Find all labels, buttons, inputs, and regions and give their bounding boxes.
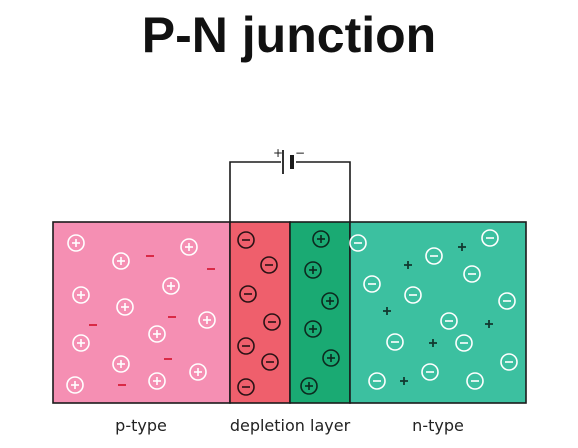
hole-icon (148, 372, 166, 390)
electron-icon (404, 286, 422, 304)
donor-ion-icon (458, 243, 466, 251)
electron-icon (463, 265, 481, 283)
battery-positive-label: + (273, 146, 283, 160)
circuit-wire (229, 161, 281, 222)
positive-ion-icon (300, 377, 318, 395)
electron-icon (498, 292, 516, 310)
positive-ion-icon (312, 230, 330, 248)
depletion-layer-label: depletion layer (229, 416, 351, 435)
electron-icon (363, 275, 381, 293)
negative-ion-icon (261, 353, 279, 371)
depletion-p-side (229, 221, 291, 404)
hole-icon (116, 298, 134, 316)
donor-ion-icon (383, 307, 391, 315)
hole-icon (72, 286, 90, 304)
hole-icon (189, 363, 207, 381)
negative-ion-icon (263, 313, 281, 331)
electron-icon (349, 234, 367, 252)
page-title: P-N junction (141, 7, 437, 63)
electron-icon (421, 363, 439, 381)
hole-icon (148, 325, 166, 343)
positive-ion-icon (304, 320, 322, 338)
n-type-label: n-type (412, 416, 464, 435)
circuit-wire-right (296, 161, 351, 222)
positive-ion-icon (304, 261, 322, 279)
hole-icon (112, 252, 130, 270)
donor-ion-icon (485, 320, 493, 328)
hole-icon (112, 355, 130, 373)
electron-icon (481, 229, 499, 247)
negative-ion-icon (260, 256, 278, 274)
donor-ion-icon (400, 377, 408, 385)
electron-icon (500, 353, 518, 371)
charge-carriers (66, 229, 518, 396)
hole-icon (66, 376, 84, 394)
electron-icon (440, 312, 458, 330)
donor-ion-icon (429, 339, 437, 347)
negative-ion-icon (237, 378, 255, 396)
positive-ion-icon (321, 292, 339, 310)
hole-icon (180, 238, 198, 256)
electron-icon (466, 372, 484, 390)
battery-icon: + − (273, 146, 305, 174)
hole-icon (67, 234, 85, 252)
hole-icon (198, 311, 216, 329)
positive-ion-icon (322, 349, 340, 367)
negative-ion-icon (237, 337, 255, 355)
battery-negative-label: − (295, 146, 305, 160)
p-type-label: p-type (115, 416, 167, 435)
negative-ion-icon (237, 231, 255, 249)
hole-icon (72, 334, 90, 352)
electron-icon (386, 333, 404, 351)
electron-icon (368, 372, 386, 390)
depletion-n-side (289, 221, 351, 404)
electron-icon (455, 334, 473, 352)
donor-ion-icon (404, 261, 412, 269)
p-type-region (52, 221, 231, 404)
negative-ion-icon (239, 285, 257, 303)
hole-icon (162, 277, 180, 295)
electron-icon (425, 247, 443, 265)
